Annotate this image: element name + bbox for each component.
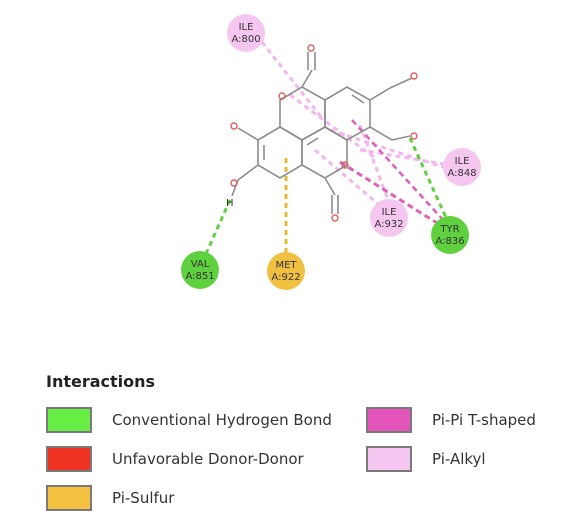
residue-met-922: MET A:922 [267, 252, 305, 290]
residue-tyr-836: TYR A:836 [431, 216, 469, 254]
legend-title: Interactions [46, 372, 156, 391]
legend-item-pi-pi-t-shaped: Pi-Pi T-shaped [366, 405, 536, 435]
pi-pi-line-tyr836 [339, 160, 446, 230]
svg-text:ILE: ILE [239, 22, 254, 33]
svg-text:A:922: A:922 [271, 272, 300, 283]
pi-pi-line-tyr836-b [351, 119, 446, 223]
residue-ile-800: ILE A:800 [227, 14, 265, 52]
legend-item-conventional-hydrogen-bond: Conventional Hydrogen Bond [46, 405, 332, 435]
hbond-line-tyr836 [408, 137, 450, 223]
oxygen-atom [278, 92, 286, 100]
legend-label: Pi-Pi T-shaped [432, 411, 536, 429]
oxygen-atom [230, 122, 238, 130]
svg-text:A:932: A:932 [374, 219, 403, 230]
hbond-line-val851 [203, 199, 232, 257]
legend-swatch [366, 446, 412, 472]
legend-swatch [46, 407, 92, 433]
interaction-lines [203, 41, 453, 257]
oxygen-atom [341, 161, 349, 169]
hydrogen-atom: H [226, 198, 234, 209]
oxygen-atom [410, 72, 418, 80]
svg-text:VAL: VAL [191, 259, 210, 270]
legend-item-pi-sulfur: Pi-Sulfur [46, 483, 174, 513]
pi-alkyl-line-ile932 [314, 148, 386, 212]
residue-val-851: VAL A:851 [181, 251, 219, 289]
oxygen-atom [307, 44, 315, 52]
legend-swatch [46, 485, 92, 511]
legend-label: Pi-Alkyl [432, 450, 486, 468]
svg-text:ILE: ILE [455, 156, 470, 167]
oxygen-atoms [230, 44, 418, 222]
interaction-diagram: H ILE A:800 ILE A:848 ILE A:932 TYR A:83… [181, 14, 481, 290]
oxygen-atom [331, 214, 339, 222]
pi-alkyl-line-ile848 [359, 148, 451, 167]
svg-text:ILE: ILE [382, 207, 397, 218]
oxygen-atom [410, 132, 418, 140]
legend-label: Unfavorable Donor-Donor [112, 450, 304, 468]
legend-label: Pi-Sulfur [112, 489, 175, 507]
svg-text:A:848: A:848 [447, 168, 476, 179]
legend-swatch [46, 446, 92, 472]
svg-text:MET: MET [275, 260, 297, 271]
pi-alkyl-line-ile800 [260, 41, 324, 119]
svg-text:A:851: A:851 [185, 271, 214, 282]
svg-text:A:800: A:800 [231, 34, 260, 45]
legend-item-pi-alkyl: Pi-Alkyl [366, 444, 486, 474]
legend-label: Conventional Hydrogen Bond [112, 411, 332, 429]
pi-alkyl-line-ile848-b [329, 128, 453, 172]
oxygen-atom [230, 179, 238, 187]
legend-item-unfavorable-donor-donor: Unfavorable Donor-Donor [46, 444, 304, 474]
svg-text:TYR: TYR [439, 224, 459, 235]
svg-text:A:836: A:836 [435, 236, 464, 247]
residue-ile-848: ILE A:848 [443, 148, 481, 186]
residue-ile-932: ILE A:932 [370, 199, 408, 237]
ligand-structure [231, 52, 413, 214]
legend-swatch [366, 407, 412, 433]
